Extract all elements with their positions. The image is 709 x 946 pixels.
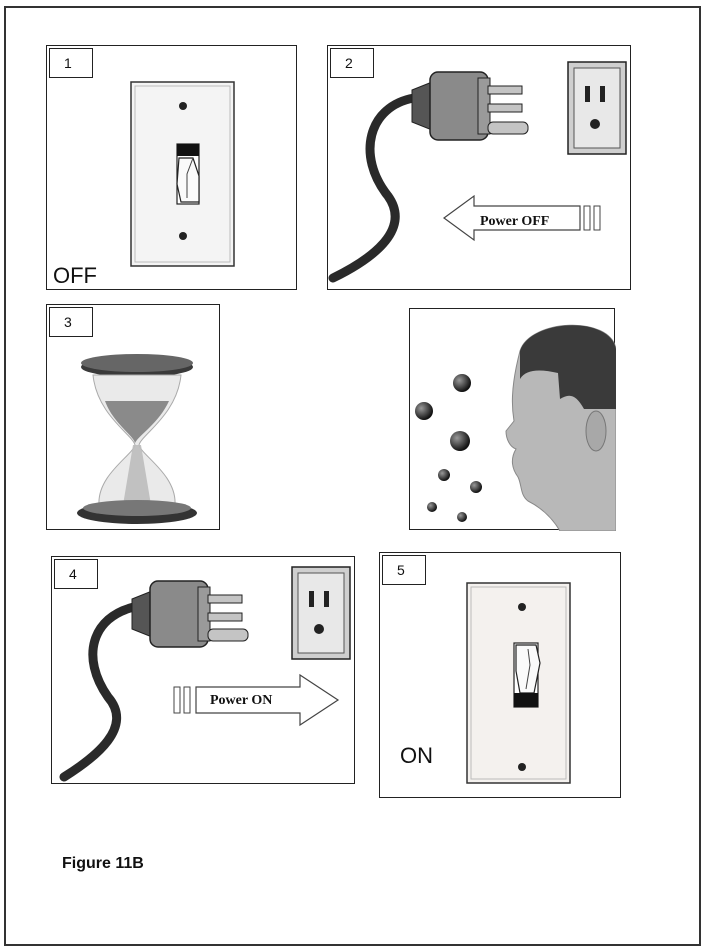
state-label-off: OFF xyxy=(53,263,97,289)
panel-head xyxy=(409,308,615,530)
wall-outlet-icon xyxy=(292,567,350,659)
panel-2: 2 Power OFF xyxy=(327,45,631,290)
hourglass-icon xyxy=(47,305,221,531)
wall-outlet-icon xyxy=(568,62,626,154)
panel-5: 5 ON xyxy=(379,552,621,798)
power-plug-icon xyxy=(132,581,248,647)
head-with-particles-icon xyxy=(410,309,616,531)
state-label-on: ON xyxy=(400,743,433,769)
panel-3: 3 xyxy=(46,304,220,530)
figure-caption: Figure 11B xyxy=(62,855,144,873)
power-off-arrow-label: Power OFF xyxy=(480,214,549,230)
power-on-arrow-label: Power ON xyxy=(210,693,272,709)
panel-4: 4 Power ON xyxy=(51,556,355,784)
unplug-illustration xyxy=(328,46,632,291)
power-plug-icon xyxy=(412,72,528,140)
light-switch-off-icon xyxy=(47,46,298,291)
plug-in-illustration xyxy=(52,557,356,785)
panel-1: 1 OFF xyxy=(46,45,297,290)
